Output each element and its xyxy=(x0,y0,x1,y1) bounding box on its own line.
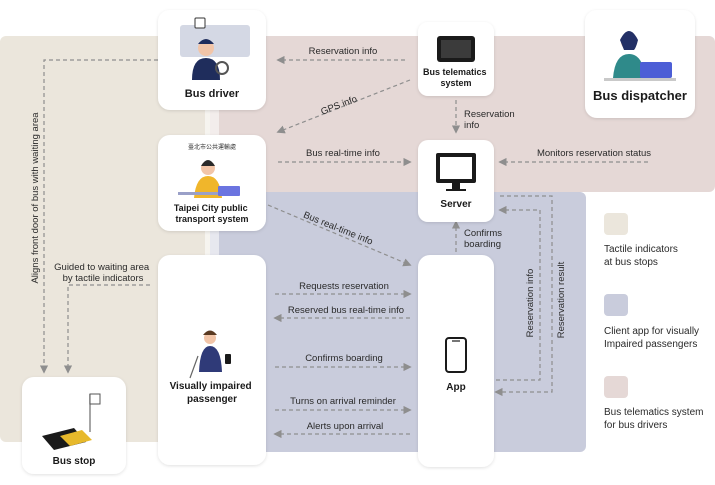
edge-reservation-result-vert xyxy=(494,195,553,397)
label-confirms-boarding-up: Confirms boarding xyxy=(464,228,505,250)
taipei-transport-title-line1: Taipei City public xyxy=(174,203,248,213)
label-reservation-info-vert: Reservation info xyxy=(525,269,536,338)
bus-driver-card: Bus driver xyxy=(158,10,266,110)
label-aligns-front-door: Aligns front door of bus with waiting ar… xyxy=(30,112,41,284)
bus-telematics-card: Bus telematics system xyxy=(418,22,494,96)
server-monitor-icon xyxy=(436,153,476,191)
label-reserved-realtime: Reserved bus real-time info xyxy=(288,305,404,316)
label-confirms-boarding-up-line2: boarding xyxy=(464,239,501,250)
label-guided-waiting: Guided to waiting area by tactile indica… xyxy=(54,262,152,284)
bus-telematics-title-line2: system xyxy=(440,78,471,88)
tactile-paving-icon xyxy=(42,393,101,450)
taipei-transport-card: 臺北市公共運輸處 Taipei City public transport sy… xyxy=(158,135,266,231)
legend-app-line1: Client app for visually xyxy=(604,326,699,337)
edge-gps-info xyxy=(276,79,411,134)
bus-dispatcher-title: Bus dispatcher xyxy=(593,88,687,103)
bus-telematics-title-line1: Bus telematics xyxy=(423,67,487,77)
legend-swatch-telematics xyxy=(604,376,628,398)
legend-swatch-app xyxy=(604,294,628,316)
edges xyxy=(39,55,648,439)
label-monitors-status: Monitors reservation status xyxy=(537,148,651,159)
edge-aligns-front-door xyxy=(39,59,165,374)
legend-app-line2: Impaired passengers xyxy=(604,339,697,350)
taipei-transport-title-line2: transport system xyxy=(175,214,248,224)
edge-reservation-info-vert xyxy=(496,205,541,381)
taipei-operator-illustration xyxy=(178,160,240,198)
label-reservation-result-vert: Reservation result xyxy=(556,261,567,338)
label-confirms-boarding: Confirms boarding xyxy=(305,353,383,364)
app-title: App xyxy=(446,382,465,393)
legend-swatch-tactile xyxy=(604,213,628,235)
legend-app: Client app for visually Impaired passeng… xyxy=(604,326,702,350)
legend-tactile-line2: at bus stops xyxy=(604,257,658,268)
telematics-device-icon xyxy=(437,36,475,62)
passenger-illustration xyxy=(189,330,231,379)
label-guided-waiting-line1: Guided to waiting area xyxy=(54,262,150,273)
edge-bus-realtime-diag xyxy=(267,204,412,267)
bus-dispatcher-illustration xyxy=(604,31,676,81)
label-reservation-info-mid: Reservation info xyxy=(464,109,517,131)
taipei-logo-text: 臺北市公共運輸處 xyxy=(188,143,236,151)
visually-impaired-title: Visually impaired passenger xyxy=(170,381,255,405)
bus-dispatcher-card: Bus dispatcher xyxy=(585,10,695,118)
label-confirms-boarding-up-line1: Confirms xyxy=(464,228,502,239)
bus-stop-card: Bus stop xyxy=(22,377,126,474)
label-reservation-info-mid-line2: info xyxy=(464,120,479,131)
label-turns-on-reminder: Turns on arrival reminder xyxy=(290,396,396,407)
legend: Tactile indicators at bus stops Client a… xyxy=(604,213,706,431)
visually-impaired-title-line2: passenger xyxy=(187,394,237,405)
visually-impaired-title-line1: Visually impaired xyxy=(170,381,252,392)
smartphone-icon xyxy=(445,337,467,373)
bus-stop-title: Bus stop xyxy=(53,456,96,467)
legend-tactile: Tactile indicators at bus stops xyxy=(604,244,681,268)
legend-telematics: Bus telematics system for bus drivers xyxy=(604,407,706,431)
server-card: Server xyxy=(418,140,494,222)
bus-telematics-title: Bus telematics system xyxy=(423,67,489,88)
edge-guided-waiting xyxy=(63,284,150,374)
label-guided-waiting-line2: by tactile indicators xyxy=(63,273,144,284)
bus-driver-title: Bus driver xyxy=(185,88,240,100)
visually-impaired-card: Visually impaired passenger xyxy=(158,255,266,465)
label-reservation-info-mid-line1: Reservation xyxy=(464,109,515,120)
legend-telematics-line2: for bus drivers xyxy=(604,420,667,431)
bus-driver-illustration xyxy=(180,17,250,80)
server-title: Server xyxy=(440,199,471,210)
label-reservation-info-top: Reservation info xyxy=(309,46,378,57)
label-bus-realtime-info: Bus real-time info xyxy=(306,148,380,159)
taipei-transport-title: Taipei City public transport system xyxy=(174,203,250,224)
app-card: App xyxy=(418,255,494,467)
legend-tactile-line1: Tactile indicators xyxy=(604,244,678,255)
label-alerts-arrival: Alerts upon arrival xyxy=(307,421,384,432)
label-requests-reservation: Requests reservation xyxy=(299,281,389,292)
legend-telematics-line1: Bus telematics system xyxy=(604,407,703,418)
